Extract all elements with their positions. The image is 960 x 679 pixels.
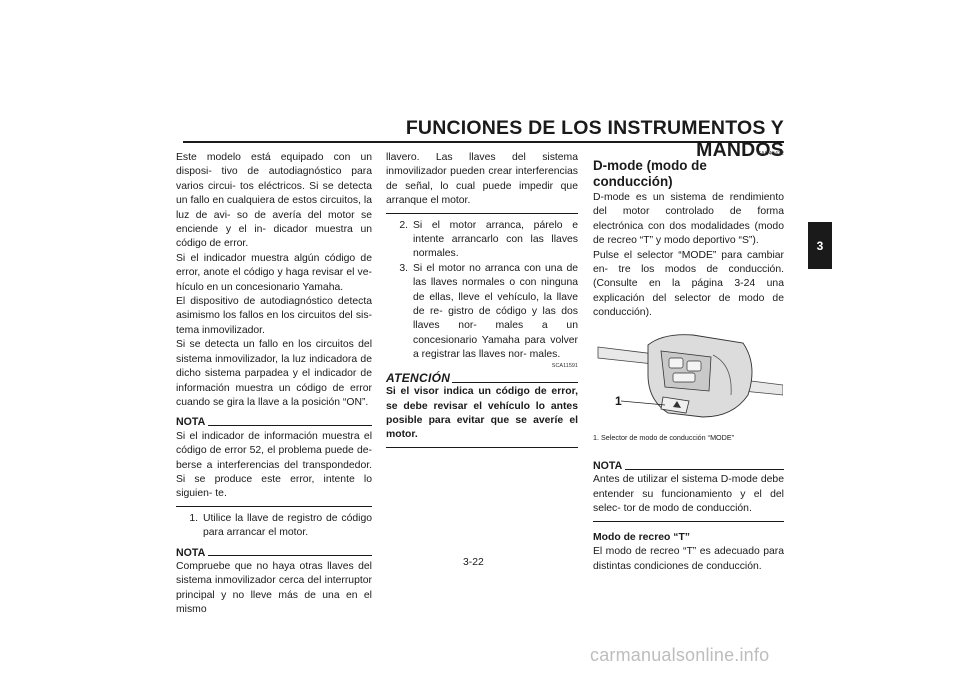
nota-heading: NOTA: [176, 415, 372, 429]
column-3: SAU49432 D-mode (modo de conducción) D-m…: [593, 151, 784, 574]
paragraph: Si el indicador muestra algún código de …: [176, 252, 372, 293]
step-number: 3.: [399, 262, 408, 274]
nota-rule: [625, 468, 784, 470]
reference-code: SAU49432: [757, 151, 784, 157]
column-2: llavero. Las llaves del sistema inmovili…: [386, 151, 578, 453]
nota-label: NOTA: [176, 416, 206, 429]
paragraph: El modo de recreo “T” es adecuado para d…: [593, 546, 784, 572]
reference-code: SCA11591: [551, 362, 578, 369]
nota-text: Si el indicador de información muestra e…: [176, 430, 372, 500]
nota-rule: [208, 555, 372, 557]
title-rule: [183, 141, 784, 143]
paragraph: El dispositivo de autodiagnóstico detect…: [176, 296, 372, 336]
page-number: 3-22: [463, 557, 484, 568]
step-text: Utilice la llave de registro de código p…: [203, 512, 372, 539]
callout-line: [620, 400, 666, 406]
atencion-end-rule: [386, 446, 578, 448]
figure-caption: 1. Selector de modo de conducción “MODE”: [593, 433, 735, 443]
step-number: 2.: [399, 219, 408, 231]
switch-button: [668, 357, 684, 369]
switch-button: [672, 372, 696, 383]
chapter-tab: 3: [808, 222, 832, 269]
step-number: 1.: [189, 512, 198, 524]
list-item: 1. Utilice la llave de registro de códig…: [178, 512, 372, 541]
paragraph: Este modelo está equipado con un disposi…: [176, 152, 372, 250]
nota-rule: [208, 425, 372, 427]
nota-text: Antes de utilizar el sistema D-mode debe…: [593, 474, 784, 515]
switch-panel: [660, 350, 712, 392]
page-title: FUNCIONES DE LOS INSTRUMENTOS Y MANDOS: [405, 117, 784, 161]
nota-heading: NOTA: [593, 459, 784, 473]
atencion-heading: ATENCIÓN: [386, 371, 578, 385]
nota-heading: NOTA: [176, 546, 372, 560]
step-text: Si el motor no arranca con una de las ll…: [413, 262, 578, 361]
list-item: 3. Si el motor no arranca con una de las…: [388, 262, 578, 363]
column-1: Este modelo está equipado con un disposi…: [176, 151, 372, 618]
atencion-label: ATENCIÓN: [386, 370, 451, 385]
housing-edge: [712, 354, 732, 395]
nota-label: NOTA: [593, 460, 623, 473]
handlebar-switch-figure: 1: [593, 324, 784, 425]
subsection-heading: Modo de recreo “T”: [593, 531, 690, 543]
switch-button: [686, 360, 702, 372]
list-item: 2. Si el motor arranca, párelo e intente…: [388, 219, 578, 262]
atencion-rule: [452, 382, 578, 384]
paragraph: D-mode es un sistema de rendimiento del …: [593, 192, 784, 247]
nota-end-rule: [176, 505, 372, 507]
nota-label: NOTA: [176, 546, 206, 559]
mode-arrow-icon: [673, 400, 681, 408]
nota-end-rule: [593, 520, 784, 522]
paragraph: llavero. Las llaves del sistema inmovili…: [386, 152, 578, 207]
nota-text: Compruebe que no haya otras llaves del s…: [176, 560, 372, 616]
watermark: carmanualsonline.info: [590, 645, 770, 665]
section-title: D-mode (modo de conducción): [593, 158, 707, 189]
nota-end-rule: [386, 212, 578, 214]
callout-number: 1: [615, 394, 622, 408]
step-text: Si el motor arranca, párelo e intente ar…: [413, 219, 578, 260]
atencion-text: Si el visor indica un código de error, s…: [386, 386, 578, 441]
paragraph: Si se detecta un fallo en los circuitos …: [176, 339, 372, 408]
paragraph: Pulse el selector “MODE” para cambiar en…: [593, 249, 784, 319]
